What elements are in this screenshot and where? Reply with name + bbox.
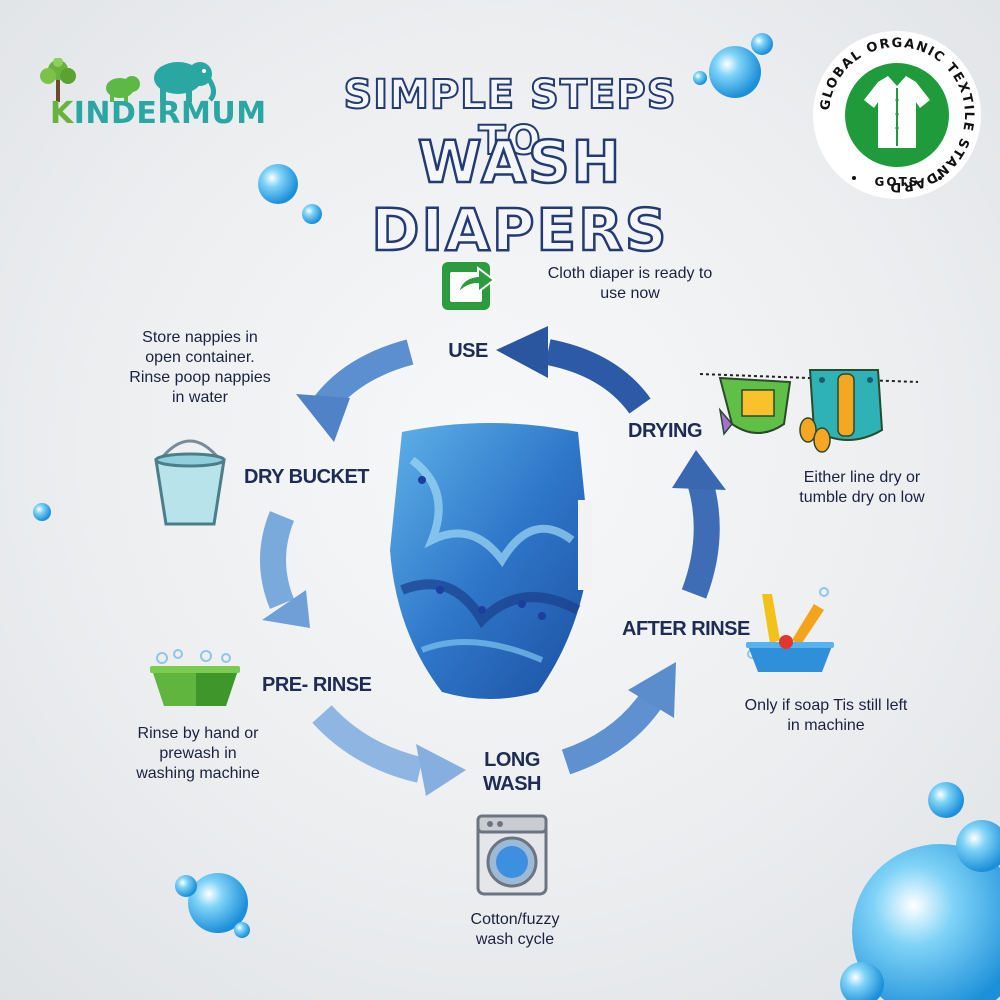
step-afterrinse-desc-line: in machine bbox=[787, 717, 865, 734]
step-drybucket-label: DRY BUCKET bbox=[244, 466, 370, 488]
step-prerinse-label: PRE- RINSE bbox=[262, 674, 372, 696]
step-use-desc-line: Cloth diaper is ready to bbox=[547, 265, 713, 282]
brand-name: KINDERMUM bbox=[50, 96, 267, 131]
arrow-prerinse-to-longwash bbox=[312, 705, 466, 796]
gots-shirt-icon: GLOBAL ORGANIC TEXTILE STANDARD GOTS bbox=[813, 31, 981, 199]
step-drybucket-desc-line: Store nappies in bbox=[142, 329, 258, 346]
bubble-group-bottom bbox=[175, 782, 1000, 1000]
step-drying-label: DRYING bbox=[628, 420, 703, 442]
arrow-drying-to-use bbox=[496, 326, 651, 414]
step-use-desc: Cloth diaper is ready to use now bbox=[530, 264, 730, 304]
kindermum-logo: KINDERMUM bbox=[28, 57, 266, 138]
gots-badge: GLOBAL ORGANIC TEXTILE STANDARD GOTS bbox=[812, 30, 982, 200]
step-drybucket-desc-line: in water bbox=[171, 389, 229, 406]
step-drybucket-desc-line: open container. bbox=[145, 349, 255, 366]
step-longwash-label: LONG WASH bbox=[470, 748, 554, 796]
basin-icon bbox=[150, 649, 240, 706]
step-drybucket-desc: Store nappies in open container. Rinse p… bbox=[110, 328, 290, 408]
step-longwash-desc-line: wash cycle bbox=[475, 931, 555, 948]
brand-name-rest: INDERMUM bbox=[73, 96, 267, 131]
gloves-basin-icon bbox=[746, 587, 834, 672]
step-longwash-desc: Cotton/fuzzy wash cycle bbox=[430, 910, 600, 950]
arrow-afterrinse-to-drying bbox=[672, 450, 726, 599]
step-prerinse-desc-line: prewash in bbox=[159, 745, 237, 762]
step-longwash-label-line: LONG bbox=[484, 749, 540, 771]
step-prerinse-desc: Rinse by hand or prewash in washing mach… bbox=[108, 724, 288, 784]
bucket-icon bbox=[154, 439, 226, 526]
step-drying-desc: Either line dry or tumble dry on low bbox=[762, 468, 962, 508]
step-drying-desc-line: Either line dry or bbox=[803, 469, 921, 486]
tree-elephant-icon bbox=[40, 57, 216, 102]
step-prerinse-desc-line: Rinse by hand or bbox=[137, 725, 259, 742]
arrow-use-to-drybucket bbox=[296, 339, 414, 442]
clothesline-diapers-icon bbox=[699, 369, 919, 453]
step-use-label: USE bbox=[448, 340, 488, 362]
step-longwash-label-line: WASH bbox=[483, 773, 542, 795]
step-drybucket-desc-line: Rinse poop nappies bbox=[129, 369, 271, 386]
washing-machine-icon bbox=[476, 814, 548, 896]
step-afterrinse-desc: Only if soap Tis still left in machine bbox=[726, 696, 926, 736]
gots-bottom-text: GOTS bbox=[875, 175, 920, 189]
step-afterrinse-label: AFTER RINSE bbox=[622, 618, 750, 640]
title-line-1: SIMPLE STEPS TO bbox=[342, 71, 677, 165]
cloth-diaper-image bbox=[390, 423, 592, 699]
share-arrow-icon bbox=[442, 262, 496, 310]
step-longwash-desc-line: Cotton/fuzzy bbox=[470, 911, 560, 928]
title-line-2: WASH DIAPERS bbox=[370, 127, 669, 266]
arrow-longwash-to-afterrinse bbox=[561, 662, 676, 775]
bubble-group-top bbox=[33, 33, 773, 521]
arrow-drybucket-to-prerinse bbox=[260, 511, 310, 628]
step-drying-desc-line: tumble dry on low bbox=[799, 489, 925, 506]
step-prerinse-desc-line: washing machine bbox=[136, 765, 260, 782]
step-afterrinse-desc-line: Only if soap Tis still left bbox=[744, 697, 908, 714]
step-use-desc-line: use now bbox=[600, 285, 660, 302]
